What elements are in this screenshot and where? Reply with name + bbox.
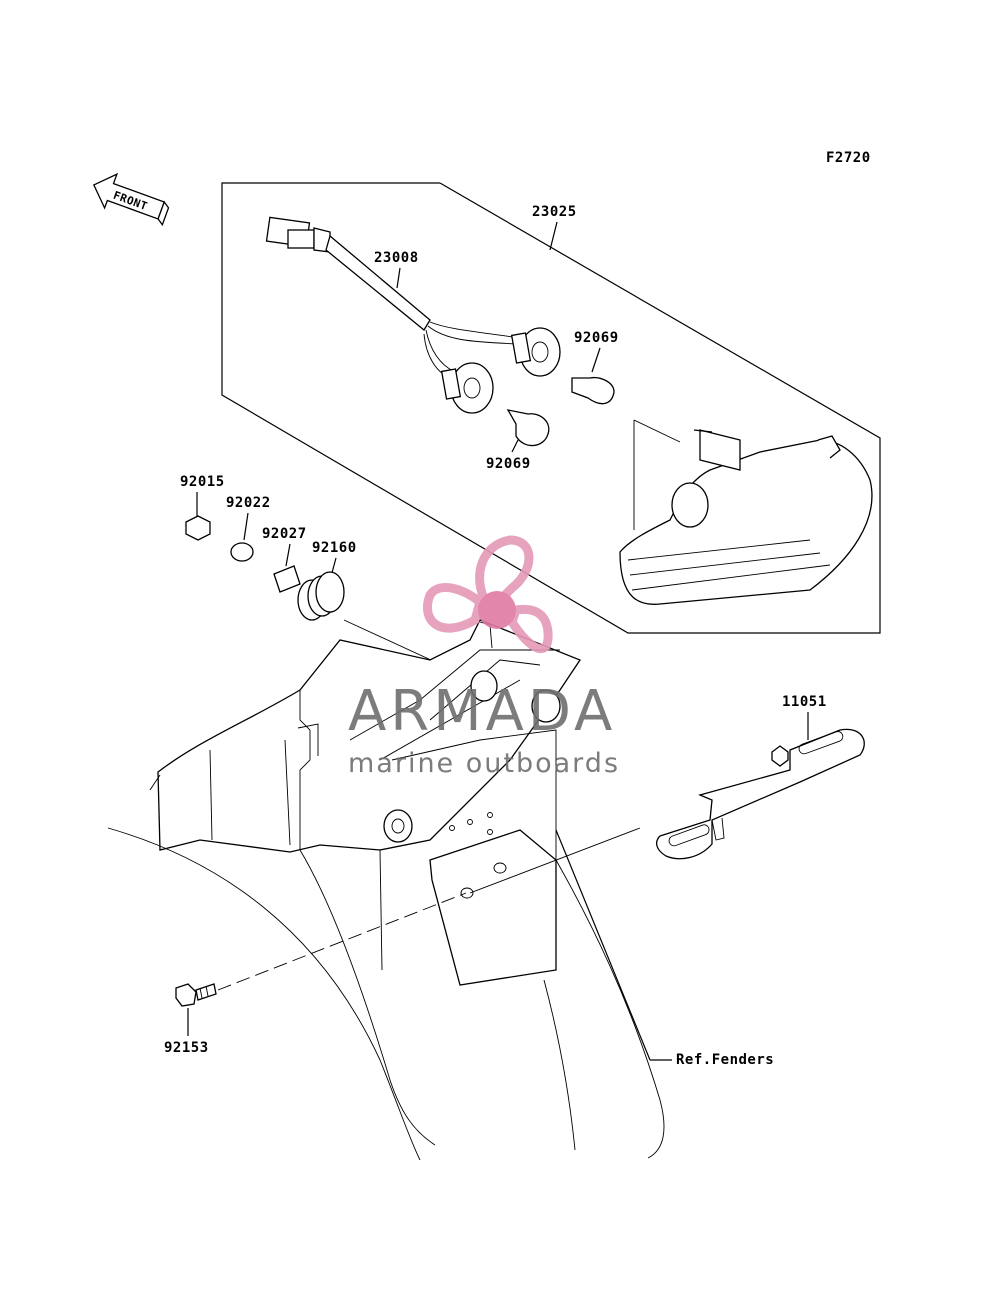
leader-ref-fenders-diag	[555, 829, 651, 1061]
label-23025: 23025	[532, 204, 577, 220]
ref-fenders-label: Ref.Fenders	[676, 1052, 774, 1068]
label-92027: 92027	[262, 526, 307, 542]
front-arrow-icon: FRONT	[92, 172, 170, 227]
nut-92015	[185, 515, 211, 541]
bulb-upper	[571, 376, 615, 405]
fender-bracket	[149, 619, 581, 853]
license-bracket-11051	[655, 728, 865, 860]
label-92069-upper: 92069	[574, 330, 619, 346]
grommet-92160	[297, 571, 345, 621]
label-92160: 92160	[312, 540, 357, 556]
label-11051: 11051	[782, 694, 827, 710]
watermark-brand: ARMADA	[348, 679, 616, 744]
label-92015: 92015	[180, 474, 225, 490]
bulb-lower	[506, 409, 550, 447]
leader-92069-upper	[591, 347, 601, 373]
bolt-92153	[175, 983, 217, 1007]
leader-92069-lower	[511, 439, 519, 453]
washer-92022	[230, 542, 254, 562]
watermark: ARMADA marine outboards	[348, 535, 620, 779]
label-23008: 23008	[374, 250, 419, 266]
label-92069-lower: 92069	[486, 456, 531, 472]
watermark-tagline: marine outboards	[348, 748, 620, 779]
label-92022: 92022	[226, 495, 271, 511]
assembly-line-bracket	[469, 827, 641, 894]
tail-light-housing	[619, 419, 873, 605]
collar-92027	[273, 565, 301, 593]
figure-code: F2720	[826, 150, 871, 166]
leader-92022	[243, 512, 249, 541]
assembly-outline	[221, 182, 881, 634]
assembly-line-bolt	[217, 892, 467, 991]
wire-harness	[265, 216, 561, 414]
leader-92027	[285, 543, 291, 567]
leader-23025	[549, 221, 558, 251]
leader-23008	[396, 267, 401, 289]
propeller-logo-icon	[422, 535, 553, 654]
rear-fender	[107, 729, 665, 1161]
label-92153: 92153	[164, 1040, 209, 1056]
